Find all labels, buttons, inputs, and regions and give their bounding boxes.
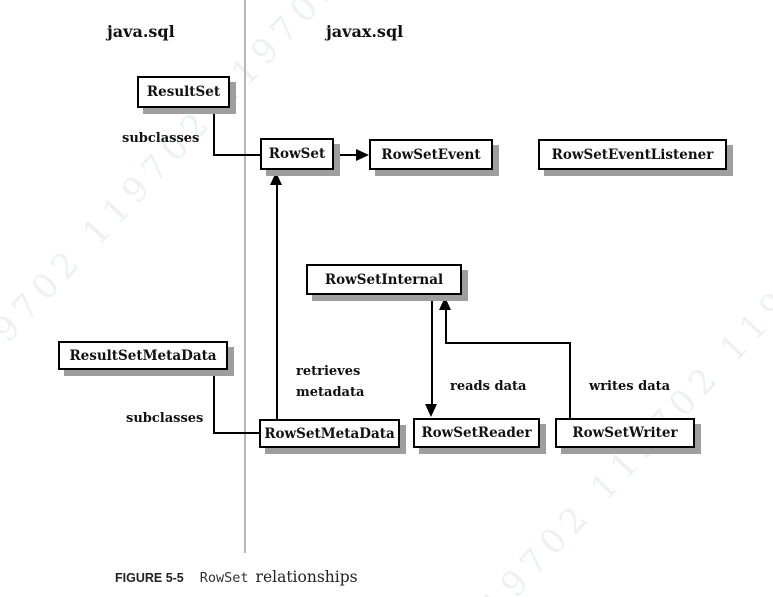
edge-label-writes-data: writes data	[589, 379, 671, 394]
class-box-rowsetreader: RowSetReader	[413, 418, 540, 448]
class-box-rowseteventlistener: RowSetEventListener	[538, 139, 727, 170]
package-header-javax-sql: javax.sql	[326, 22, 404, 41]
class-box-label: RowSetMetaData	[264, 425, 395, 442]
class-box-rowsetmetadata: RowSetMetaData	[259, 419, 400, 448]
connector-resultset-rowset-horizontal	[213, 154, 260, 156]
connector-rowsetmetadata-rowset	[276, 183, 278, 419]
arrowhead-into-rowset	[270, 172, 282, 185]
arrowhead-into-rowsetreader	[425, 404, 437, 417]
arrowhead-into-rowsetevent	[356, 149, 369, 161]
package-divider-line	[244, 0, 246, 553]
connector-rowsetinternal-rowsetreader	[431, 295, 433, 405]
edge-label-subclasses-bottom: subclasses	[126, 411, 204, 426]
class-box-label: RowSetWriter	[572, 425, 678, 441]
class-box-rowset: RowSet	[260, 138, 334, 170]
package-header-java-sql: java.sql	[107, 22, 175, 41]
arrowhead-into-rowsetinternal	[439, 297, 451, 310]
class-box-rowsetwriter: RowSetWriter	[555, 418, 695, 448]
figure-caption-text: relationships	[255, 568, 358, 586]
figure-caption-number: FIGURE 5-5	[115, 571, 184, 585]
connector-resultsetmetadata-horizontal	[213, 432, 259, 434]
class-box-rowsetevent: RowSetEvent	[369, 139, 493, 170]
class-box-label: ResultSet	[146, 84, 221, 100]
connector-rowset-rowsetevent	[334, 154, 359, 156]
figure-caption: FIGURE 5-5 RowSet relationships	[115, 568, 358, 586]
connector-rowsetwriter-upshaft	[445, 309, 447, 344]
figure-caption-code: RowSet	[199, 570, 249, 586]
edge-label-reads-data: reads data	[450, 379, 527, 394]
connector-resultsetmetadata-vertical	[213, 370, 215, 434]
connector-rowsetwriter-vertical	[569, 342, 571, 418]
edge-label-subclasses-top: subclasses	[122, 131, 200, 146]
class-box-label: RowSetEvent	[381, 146, 481, 163]
class-box-label: RowSetEventListener	[551, 146, 714, 163]
class-box-label: ResultSetMetaData	[69, 347, 217, 364]
class-box-label: RowSetReader	[421, 425, 532, 441]
class-box-resultset: ResultSet	[137, 76, 230, 108]
watermark-text: 119702 119702 119702	[0, 0, 351, 392]
edge-label-retrieves: retrieves	[296, 364, 361, 379]
class-box-rowsetinternal: RowSetInternal	[306, 264, 462, 295]
class-box-label: RowSetInternal	[324, 271, 444, 288]
edge-label-metadata: metadata	[296, 385, 365, 400]
class-box-resultsetmetadata: ResultSetMetaData	[58, 341, 228, 370]
class-box-label: RowSet	[268, 146, 326, 162]
connector-resultset-rowset-vertical	[213, 108, 215, 156]
watermark-text: 119702 119702 119702	[453, 216, 773, 597]
connector-rowsetwriter-horizontal	[445, 342, 571, 344]
